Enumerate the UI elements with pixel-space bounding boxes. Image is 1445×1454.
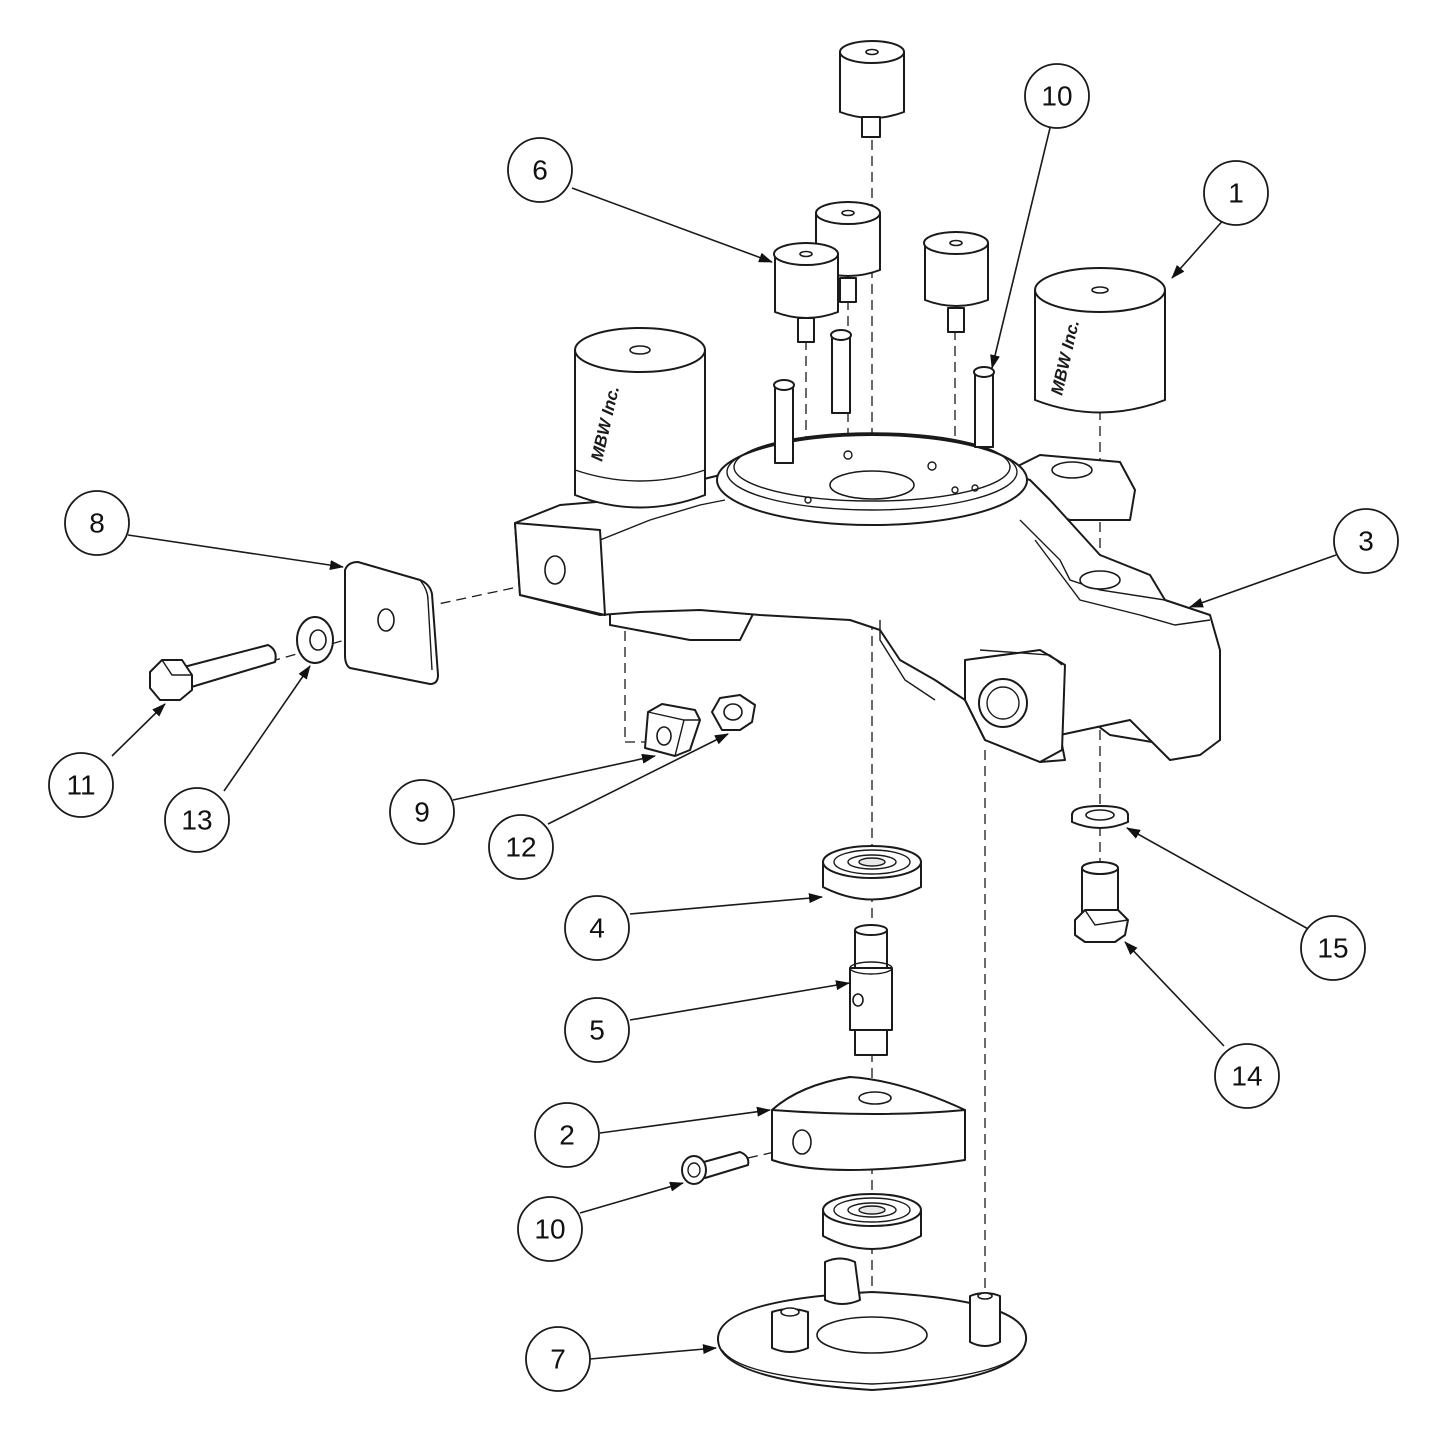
balloon-10-bottom: 10 (517, 1196, 583, 1262)
left-magnet: MBW Inc. (574, 327, 706, 509)
balloon-5-label: 5 (589, 1015, 605, 1046)
leader-lines (111, 127, 1337, 1360)
balloon-10-top-label: 10 (1041, 81, 1072, 112)
balloon-4-label: 4 (589, 913, 605, 944)
balloon-1: 1 (1203, 160, 1269, 226)
clamp-block-part-2 (771, 1076, 966, 1171)
hex-bolt-part-11 (149, 644, 277, 701)
bearing-upper-part-4 (822, 845, 922, 901)
flanged-nut-part-14 (1074, 861, 1129, 943)
balloon-11: 11 (48, 752, 114, 818)
balloon-14: 14 (1214, 1043, 1280, 1109)
washer-part-13 (296, 616, 334, 664)
bearing-lower (822, 1193, 922, 1250)
bracket-plate-part-8 (344, 561, 439, 685)
balloon-5: 5 (564, 997, 630, 1063)
balloon-7-label: 7 (550, 1344, 566, 1375)
balloon-12: 12 (488, 814, 554, 880)
balloon-3: 3 (1333, 508, 1399, 574)
hex-nut-part-12 (711, 694, 756, 731)
balloon-7: 7 (525, 1326, 591, 1392)
shaft-part-5 (849, 924, 893, 1056)
lock-washer-part-15 (1071, 805, 1129, 829)
balloon-9-label: 9 (414, 797, 430, 828)
balloon-3-label: 3 (1358, 526, 1374, 557)
balloon-4: 4 (564, 895, 630, 961)
balloon-12-label: 12 (505, 832, 536, 863)
balloon-11-label: 11 (66, 770, 95, 801)
balloon-10-bottom-label: 10 (534, 1214, 565, 1245)
side-cap-screw-part-10 (681, 1151, 750, 1185)
cap-screws-part-10 (773, 329, 995, 464)
standoff-pins-part-6 (773, 40, 989, 343)
balloon-6: 6 (507, 137, 573, 203)
balloon-10-top: 10 (1024, 63, 1090, 129)
balloon-1-label: 1 (1228, 178, 1244, 209)
balloon-14-label: 14 (1231, 1061, 1262, 1092)
balloon-2-label: 2 (559, 1120, 575, 1151)
right-magnet-part-1: MBW Inc. (1034, 267, 1166, 414)
balloon-8-label: 8 (89, 508, 105, 539)
balloon-2: 2 (534, 1102, 600, 1168)
balloon-6-label: 6 (532, 155, 548, 186)
base-cap-part-7 (716, 1257, 1028, 1391)
balloon-15: 15 (1300, 915, 1366, 981)
balloon-13-label: 13 (181, 805, 212, 836)
main-bracket-frame (514, 432, 1221, 763)
balloon-8: 8 (64, 490, 130, 556)
square-nut-part-9 (644, 703, 701, 757)
balloon-15-label: 15 (1317, 933, 1348, 964)
balloon-13: 13 (164, 787, 230, 853)
balloon-9: 9 (389, 779, 455, 845)
